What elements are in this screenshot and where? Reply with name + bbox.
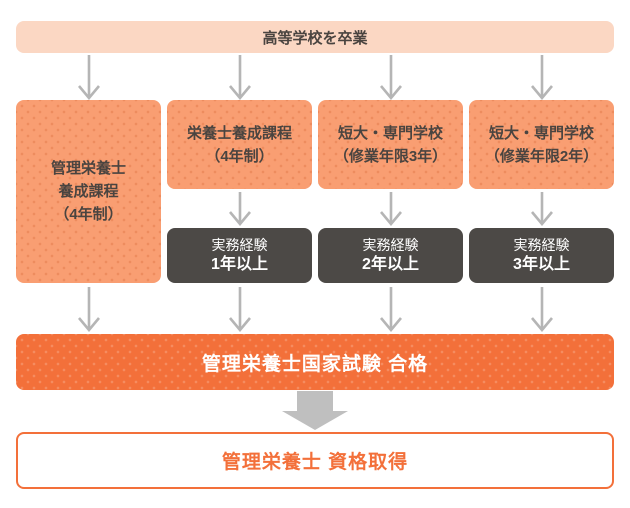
- experience-box-1yr: 実務経験 1年以上: [167, 228, 312, 283]
- experience-years: 2年以上: [362, 256, 419, 273]
- pathway-box-tandai-3yr: 短大・専門学校 （修業年限3年）: [318, 100, 463, 189]
- pathway-line: 養成課程: [58, 183, 119, 200]
- experience-box-2yr: 実務経験 2年以上: [318, 228, 463, 283]
- experience-years: 1年以上: [211, 256, 268, 273]
- experience-label: 実務経験: [362, 237, 419, 253]
- pathway-box-kanri-yosei: 管理栄養士 養成課程 （4年制）: [16, 100, 161, 283]
- down-arrow-icon: [229, 287, 251, 332]
- pathway-box-eiyoshi-yosei: 栄養士養成課程 （4年制）: [167, 100, 312, 189]
- down-arrow-icon: [229, 55, 251, 100]
- down-arrow-icon: [531, 287, 553, 332]
- down-arrow-icon: [78, 55, 100, 100]
- result-box: 管理栄養士 資格取得: [16, 432, 614, 489]
- pathway-line: （修業年限2年）: [484, 147, 599, 165]
- down-arrow-icon: [380, 192, 402, 226]
- down-arrow-icon: [531, 55, 553, 100]
- block-down-arrow-icon: [282, 391, 348, 430]
- pathway-line: 栄養士養成課程: [186, 124, 292, 142]
- pathway-line: 短大・専門学校: [337, 124, 443, 142]
- down-arrow-icon: [78, 287, 100, 332]
- result-label: 管理栄養士 資格取得: [221, 452, 409, 473]
- pathway-line: （修業年限3年）: [333, 147, 448, 165]
- pathway-line: （4年制）: [205, 147, 274, 165]
- experience-years: 3年以上: [513, 256, 570, 273]
- pathway-box-tandai-2yr: 短大・専門学校 （修業年限2年）: [469, 100, 614, 189]
- exam-label: 管理栄養士国家試験 合格: [201, 353, 429, 375]
- down-arrow-icon: [531, 192, 553, 226]
- start-box: 高等学校を卒業: [16, 21, 614, 53]
- start-label: 高等学校を卒業: [262, 29, 368, 47]
- down-arrow-icon: [380, 287, 402, 332]
- pathway-line: 短大・専門学校: [488, 124, 594, 142]
- experience-label: 実務経験: [211, 237, 268, 253]
- pathway-line: 管理栄養士: [50, 160, 126, 177]
- experience-box-3yr: 実務経験 3年以上: [469, 228, 614, 283]
- down-arrow-icon: [229, 192, 251, 226]
- exam-box: 管理栄養士国家試験 合格: [16, 334, 614, 390]
- down-arrow-icon: [380, 55, 402, 100]
- pathway-line: （4年制）: [54, 206, 123, 223]
- experience-label: 実務経験: [513, 237, 570, 253]
